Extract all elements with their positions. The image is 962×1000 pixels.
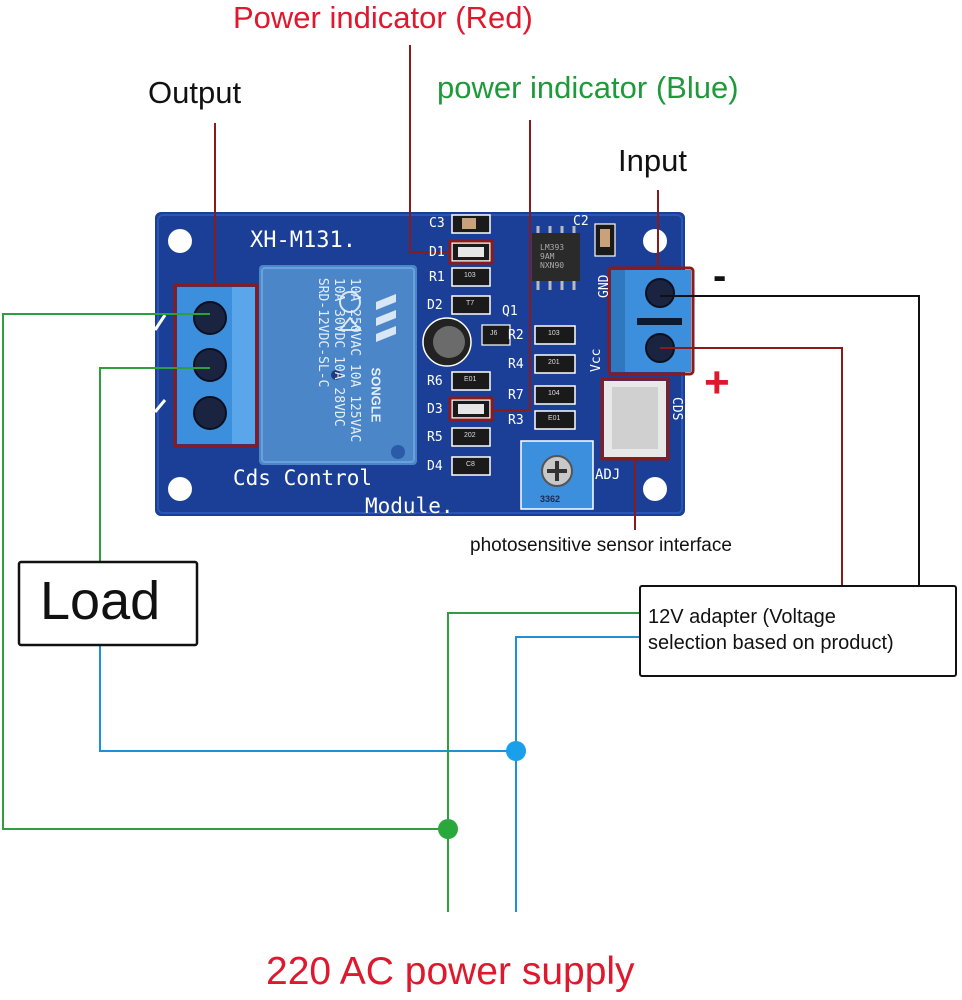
terminal-divider [637,318,682,325]
label-input: Input [618,143,687,178]
code-r7: 104 [548,390,560,397]
songle-logo-icon [376,294,396,342]
relay-dot [391,445,405,459]
relay-markings: 10A 250VAC 10A 125VAC 10A 30VDC 10A 28VD… [314,278,362,442]
wire-green-output [2,313,449,912]
input-screw-gnd [645,278,675,308]
leader-red-indicator [409,45,450,253]
silk-r7: R7 [508,388,524,403]
code-q1: J6 [490,330,498,337]
relay-brand: SONGLE [368,367,384,423]
ic-line2: 9AM [540,252,555,261]
led-d1 [458,247,484,257]
ic-pins [536,226,576,290]
code-d2: T7 [466,300,475,307]
junction-green [438,819,458,839]
code-r6: E01 [464,376,477,383]
silk-r2: R2 [508,328,524,343]
label-power-indicator-red: Power indicator (Red) [233,0,533,35]
silk-r6: R6 [427,374,443,389]
output-terminal-side [232,287,255,444]
led-d3 [458,404,484,414]
cds-connector-inner [612,387,658,449]
output-screw-2 [193,348,227,382]
label-adapter: 12V adapter (Voltage selection based on … [648,604,894,656]
transistor-q1 [481,324,511,346]
relay-line1: 10A 250VAC 10A 125VAC [347,277,362,443]
board-model: XH-M131. [250,228,356,253]
adapter-line2: selection based on product) [648,632,894,654]
silk-d4: D4 [427,459,443,474]
label-ac-supply: 220 AC power supply [266,950,635,993]
silk-d3: D3 [427,402,443,417]
load-box [17,560,199,647]
code-r4: 201 [548,359,560,366]
output-screw-3 [193,396,227,430]
wire-vcc [660,347,843,586]
silk-vcc: Vcc [589,348,604,372]
label-load: Load [40,571,161,631]
relay-line3: SRD-12VDC-SL-C [315,277,330,388]
silk-r4: R4 [508,357,524,372]
relay-edge [261,267,415,463]
silk-q1: Q1 [502,304,518,319]
silk-d2: D2 [427,298,443,313]
relay-dot [331,370,341,380]
adapter-line1: 12V adapter (Voltage [648,606,836,628]
code-d4: C8 [466,461,475,468]
silk-r5: R5 [427,430,443,445]
smd-components-right [534,325,576,430]
code-r1: 103 [464,272,476,279]
mounting-hole [643,229,667,253]
label-minus: - [713,254,727,298]
junction-blue [506,741,526,761]
potentiometer-cross-icon [547,461,567,481]
silk-r1: R1 [429,270,445,285]
ic-line3: NXN90 [540,261,565,270]
wire-blue-load [99,645,516,752]
cqc-mark-icon [339,291,361,313]
silkscreen-bracket [153,314,167,413]
leader-blue-indicator [492,120,531,411]
output-screw-1 [193,301,227,335]
warning-triangle-icon [337,316,363,331]
silk-d1: D1 [429,245,445,260]
silk-c3: C3 [429,216,445,231]
code-r2: 103 [548,330,560,337]
silk-adj: ADJ [595,467,621,483]
silk-r3: R3 [508,413,524,428]
silk-gnd: GND [597,274,612,298]
wire-green-load [99,367,210,562]
label-output: Output [148,75,242,110]
wire-blue-adapter [515,636,640,912]
code-r5: 202 [464,432,476,439]
ic-line1: LM393 [540,243,565,252]
relay [259,265,417,465]
label-photosensitive: photosensitive sensor interface [470,535,732,556]
adapter-box [639,585,957,677]
wire-gnd [660,295,920,586]
photoresistor-cap [433,326,465,358]
input-highlight-box [607,266,695,376]
label-plus: + [704,358,730,407]
board-name-line2: Module. [365,494,454,518]
board-name-line1: Cds Control [233,466,373,490]
code-r3: E01 [548,415,561,422]
silk-cds: CDS [669,397,684,421]
ic-markings: LM393 9AM NXN90 [540,243,564,270]
leader-lines [214,45,659,530]
capacitor-c2-body [600,229,610,247]
pot-label: 3362 [540,494,561,504]
mounting-hole [168,477,192,501]
input-terminal-side [611,270,625,372]
ic-lm393 [532,233,580,281]
silk-c2: C2 [573,214,589,229]
mounting-hole [168,229,192,253]
label-power-indicator-blue: power indicator (Blue) [437,70,739,105]
relay-line2: 10A 30VDC 10A 28VDC [331,277,346,427]
capacitor-c3 [462,218,476,229]
wire-green-adapter [447,612,640,829]
mounting-hole [643,477,667,501]
